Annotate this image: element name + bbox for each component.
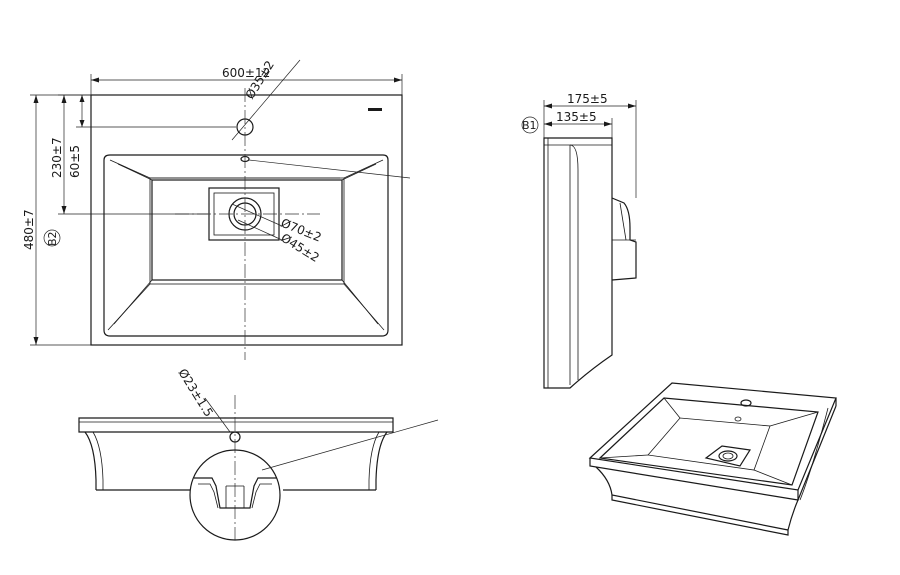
front-slab: [78, 417, 394, 433]
dim-tap-offset: 230±7: [50, 137, 64, 178]
logo-mark: [368, 108, 382, 111]
dim-side-inner: 135±5: [556, 110, 597, 124]
dim-width-total: 600±12: [222, 66, 270, 80]
iso-view: [588, 382, 837, 536]
dim-overflow: Ø23±1.5: [175, 366, 215, 419]
side-view: 175±5 135±5 B1: [521, 92, 637, 389]
basin-rim: [103, 154, 389, 337]
detail-circle: [189, 449, 281, 541]
side-body: [543, 137, 613, 389]
top-view: 600±12 480±7 B2 230±7 60±5 Ø35±2 Ø70±2: [22, 58, 411, 360]
basin-bowl: [151, 179, 343, 281]
iso-bowl-rim: [598, 397, 819, 486]
dim-depth-total: 480±7: [22, 209, 36, 250]
marker-b1: B1: [522, 119, 537, 132]
dim-tap-edge: 60±5: [68, 145, 82, 178]
dim-side-outer: 175±5: [567, 92, 608, 106]
marker-b2: B2: [46, 231, 59, 246]
iso-drain: [704, 445, 751, 467]
marker-b1-circle: [521, 116, 539, 134]
side-spout: [611, 197, 637, 281]
iso-tap-hole: [740, 399, 752, 407]
marker-b2-circle: [43, 229, 61, 247]
front-view: Ø23±1.5: [78, 366, 439, 541]
basin-outline: [90, 94, 403, 346]
iso-overflow: [734, 416, 742, 422]
